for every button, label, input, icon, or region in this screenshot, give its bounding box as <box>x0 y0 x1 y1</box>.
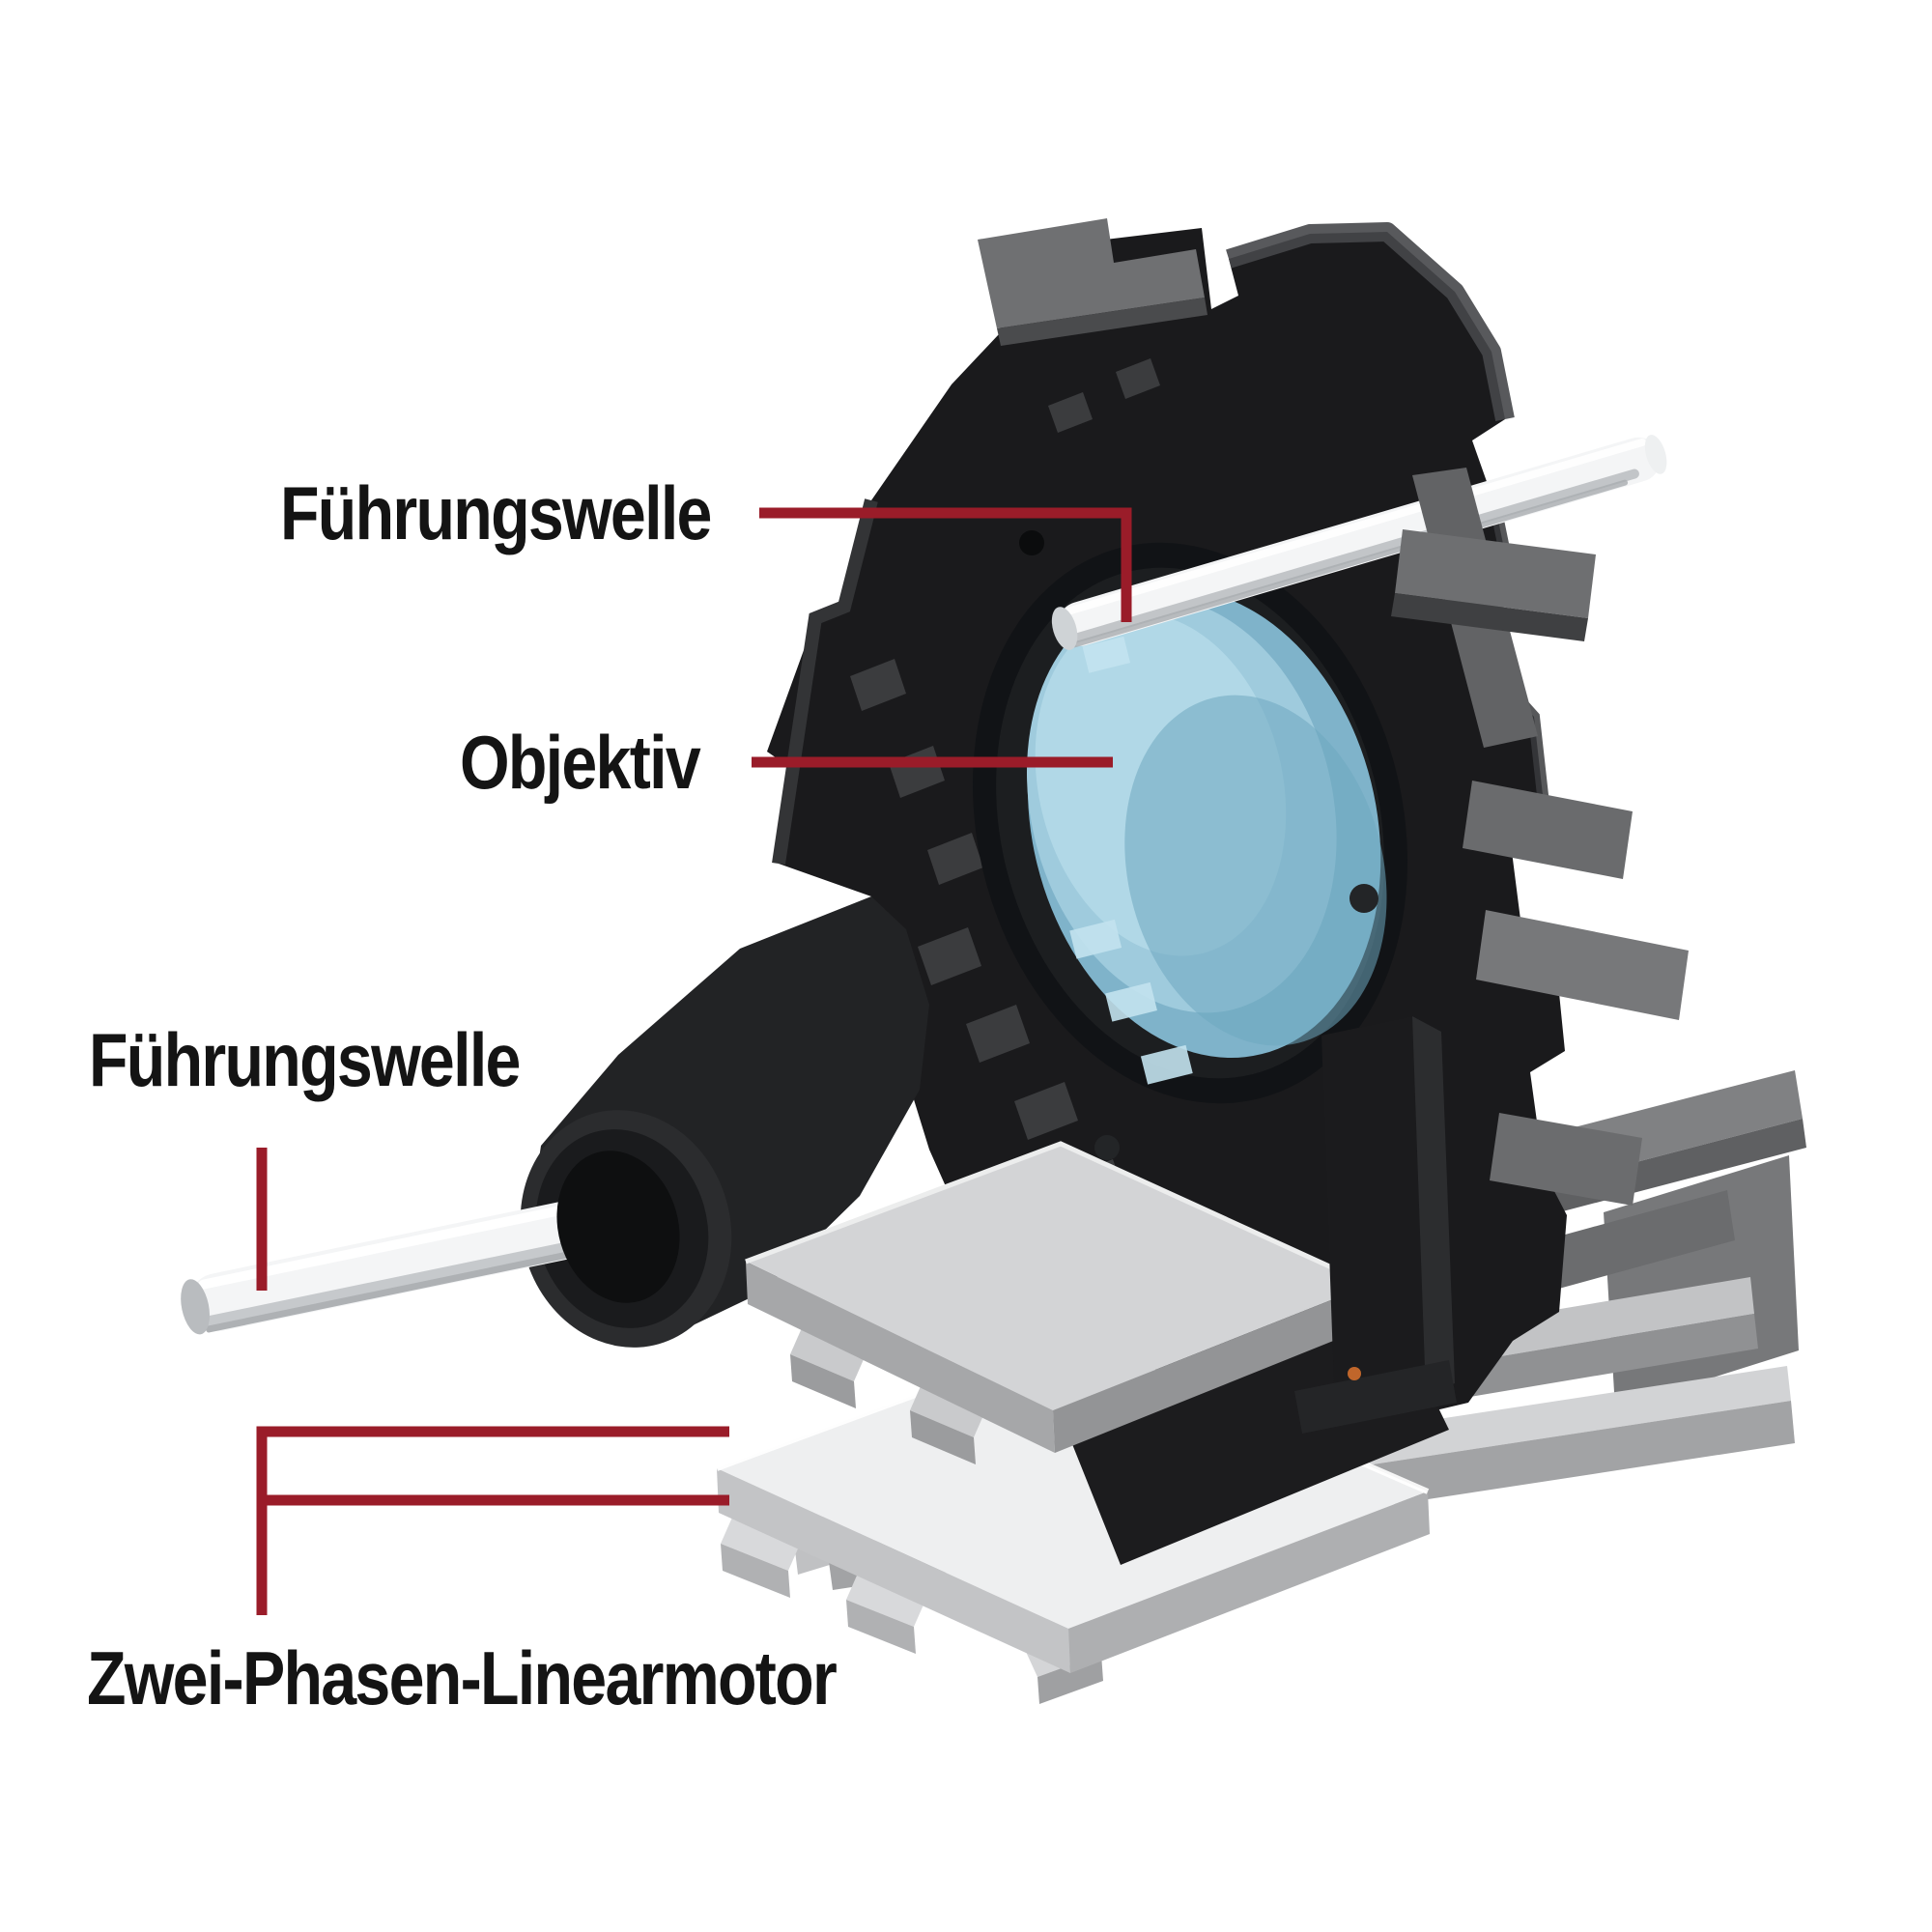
plate-upper-top-face <box>746 1144 1370 1410</box>
lens-step-notches <box>1069 636 1193 1085</box>
label-guide-shaft-top: Führungswelle <box>280 470 712 555</box>
housing-tabs <box>978 218 1689 1206</box>
label-guide-shaft-bottom: Führungswelle <box>89 1017 521 1102</box>
guide-shaft-top <box>1051 435 1667 650</box>
side-tab <box>1476 910 1689 1020</box>
ring-post <box>1350 884 1378 913</box>
leader-guide-shaft-top <box>759 507 1132 622</box>
shaft-support-tab <box>1395 529 1596 618</box>
linear-motor-plate-lower <box>715 1333 1430 1704</box>
label-lens: Objektiv <box>460 720 701 805</box>
screw-dot <box>1019 530 1044 555</box>
guide-shaft-bottom <box>181 1190 644 1335</box>
linear-motor-plate-upper <box>745 1141 1372 1464</box>
top-left-tab <box>978 218 1205 328</box>
leader-linear-motor-bracket <box>256 1426 729 1615</box>
ring-post <box>1094 1135 1120 1160</box>
leader-lines <box>256 507 1132 1615</box>
objektiv-lens <box>972 542 1408 1104</box>
plate-lower-top-face <box>717 1337 1428 1629</box>
collar-bore <box>556 1151 680 1303</box>
wire-dot <box>1348 1367 1361 1380</box>
label-linear-motor: Zwei-Phasen-Linearmotor <box>87 1635 838 1720</box>
side-tab <box>1463 781 1633 879</box>
housing-front-column <box>1294 1016 1457 1434</box>
side-tab <box>1490 1113 1642 1206</box>
